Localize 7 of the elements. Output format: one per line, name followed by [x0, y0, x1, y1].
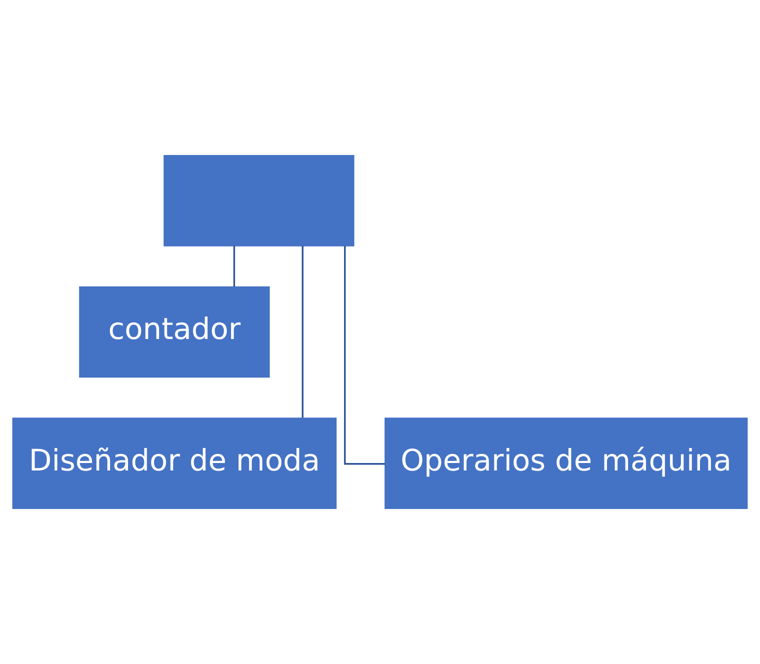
node-box: contador [79, 286, 270, 378]
connector [344, 246, 385, 465]
connector [302, 246, 304, 418]
node-box [164, 155, 354, 246]
connector [233, 246, 236, 287]
node-box: Diseñador de moda [12, 418, 337, 509]
node-box: Operarios de máquina [384, 418, 748, 509]
